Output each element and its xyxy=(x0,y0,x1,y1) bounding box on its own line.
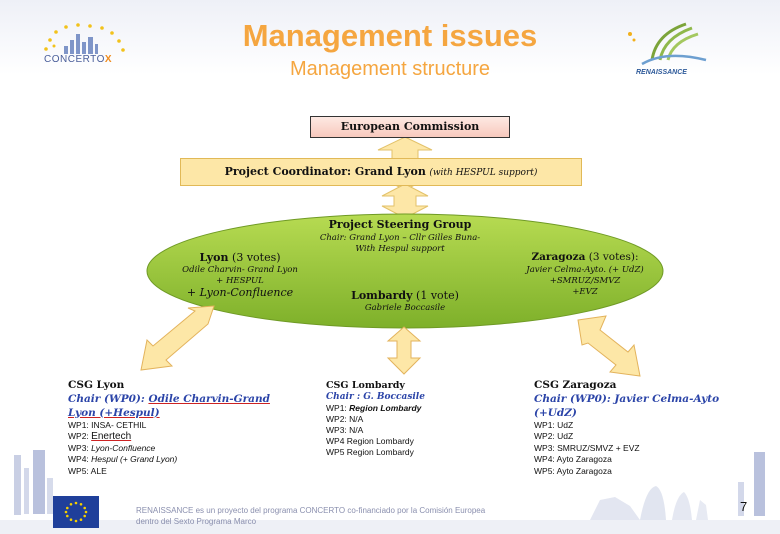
footer-line: dentro del Sexto Programa Marco xyxy=(136,517,257,526)
csg-lombardy-wp4: WP4 Region Lombardy xyxy=(326,436,414,446)
lombardy-member: Gabriele Boccasile xyxy=(364,303,446,313)
lombardy-heading: Lombardy (1 vote) xyxy=(330,289,480,302)
wp-label: WP3: xyxy=(68,442,92,453)
csg-lyon-wp1: WP1: INSA- CETHIL xyxy=(68,419,147,430)
lombardy-arrow xyxy=(386,326,422,375)
csg-lyon-block: CSG Lyon Chair (WP0): Odile Charvin-Gran… xyxy=(68,379,298,477)
chair-name: Lyon (+Hespul) xyxy=(68,406,160,419)
zaragoza-votes: (3 votes): xyxy=(588,251,639,263)
csg-lyon-wp2: WP2: Enertech xyxy=(68,431,298,443)
chair-name: Odile Charvin-Grand xyxy=(148,392,270,405)
csg-zaragoza-title: CSG Zaragoza xyxy=(534,379,617,391)
project-coordinator-note: (with HESPUL support) xyxy=(429,168,538,178)
wp-label: WP2: xyxy=(68,431,92,441)
concerto-logo-text: CONCERTOX xyxy=(44,54,113,65)
csg-lombardy-block: CSG Lombardy Chair : G. Boccasile WP1: R… xyxy=(326,380,496,458)
chair-line: Chair (WP0): Javier Celma-Ayto xyxy=(534,392,720,405)
footer-text: RENAISSANCE es un proyecto del programa … xyxy=(136,505,616,527)
lyon-arrow xyxy=(140,305,215,371)
chair-line: (+UdZ) xyxy=(534,406,577,419)
csg-zaragoza-wp4: WP4: Ayto Zaragoza xyxy=(534,454,612,464)
wp-value: Enertech xyxy=(91,431,132,442)
csg-lyon-wp3: WP3: Lyon-Confluence xyxy=(68,443,298,455)
project-coordinator-label: Project Coordinator xyxy=(224,165,348,178)
zaragoza-name: Zaragoza xyxy=(531,251,586,263)
csg-lombardy-wp1: WP1: Region Lombardy xyxy=(326,403,496,414)
csg-lyon-wp4: WP4: Hespul (+ Grand Lyon) xyxy=(68,454,298,466)
zaragoza-member-line: Javier Celma-Ayto. (+ UdZ) xyxy=(526,265,644,275)
zaragoza-member-line: +EVZ xyxy=(572,287,598,297)
lombardy-name: Lombardy xyxy=(351,289,413,302)
csg-lombardy-wp5: WP5 Region Lombardy xyxy=(326,447,414,457)
lyon-name: Lyon xyxy=(199,251,229,264)
lyon-heading: Lyon (3 votes) xyxy=(160,251,320,264)
wp-value: Region Lombardy xyxy=(349,403,422,413)
csg-zaragoza-block: CSG Zaragoza Chair (WP0): Javier Celma-A… xyxy=(534,379,734,477)
lyon-members: Odile Charvin- Grand Lyon + HESPUL + Lyo… xyxy=(160,265,320,298)
wp-value: Hespul (+ Grand Lyon) xyxy=(91,454,178,464)
wp-label: WP1: xyxy=(326,403,350,413)
csg-lombardy-chair: Chair : G. Boccasile xyxy=(326,392,425,402)
project-coordinator-value: : Grand Lyon xyxy=(347,165,426,178)
renaissance-logo-text: RENAISSANCE xyxy=(636,69,687,76)
concerto-logo xyxy=(44,23,125,54)
csg-lyon-wp5: WP5: ALE xyxy=(68,465,107,476)
csg-zaragoza-wp3: WP3: SMRUZ/SMVZ + EVZ xyxy=(534,442,640,453)
european-commission-box: European Commission xyxy=(310,116,510,138)
zaragoza-members: Javier Celma-Ayto. (+ UdZ) +SMRUZ/SMVZ +… xyxy=(508,265,662,298)
chair-prefix: Chair (WP0): xyxy=(68,392,149,405)
renaissance-logo xyxy=(628,22,707,66)
steering-group-support-line: With Hespul support xyxy=(355,244,445,254)
csg-lyon-title: CSG Lyon xyxy=(68,379,125,391)
zaragoza-member-line: +SMRUZ/SMVZ xyxy=(549,276,621,286)
steering-group-chair: Chair: Grand Lyon – Cllr Gilles Buna- Wi… xyxy=(300,233,500,255)
page-number: 7 xyxy=(740,499,748,514)
slide-title: Management issues xyxy=(242,18,538,53)
lyon-member-line: + HESPUL xyxy=(216,276,264,286)
lyon-member-line: Odile Charvin- Grand Lyon xyxy=(182,265,298,275)
steering-group-title: Project Steering Group xyxy=(328,218,472,231)
csg-zaragoza-chair: Chair (WP0): Javier Celma-Ayto(+UdZ) xyxy=(534,392,734,420)
csg-lombardy-wp3: WP3: N/A xyxy=(326,425,364,435)
csg-zaragoza-wp5: WP5: Ayto Zaragoza xyxy=(534,465,612,476)
lombardy-votes: (1 vote) xyxy=(416,289,459,302)
footer-line: RENAISSANCE es un proyecto del programa … xyxy=(136,506,486,515)
zaragoza-heading: Zaragoza (3 votes): xyxy=(522,251,648,263)
project-coordinator-box: Project Coordinator: Grand Lyon (with HE… xyxy=(180,158,582,186)
csg-zaragoza-wp1: WP1: UdZ xyxy=(534,419,574,430)
wp-label: WP4: xyxy=(68,454,92,464)
zaragoza-arrow xyxy=(577,315,641,377)
slide-subtitle: Management structure xyxy=(289,58,491,80)
eu-flag-icon xyxy=(53,496,99,528)
wp-value: Lyon-Confluence xyxy=(91,442,156,453)
steering-group-chair-line: Chair: Grand Lyon – Cllr Gilles Buna- xyxy=(319,233,481,243)
pc-psg-arrow xyxy=(381,183,429,219)
lyon-votes: (3 votes) xyxy=(232,251,281,264)
lyon-member-line: + Lyon-Confluence xyxy=(186,286,294,299)
csg-zaragoza-wp2: WP2: UdZ xyxy=(534,431,574,441)
csg-lombardy-wp2: WP2: N/A xyxy=(326,414,364,424)
csg-lombardy-title: CSG Lombardy xyxy=(326,380,405,391)
